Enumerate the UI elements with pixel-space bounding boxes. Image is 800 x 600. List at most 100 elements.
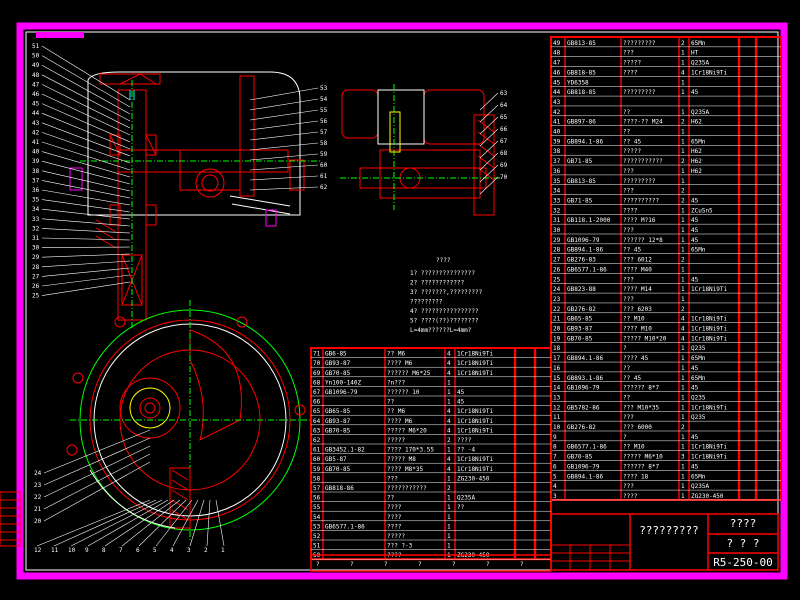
leader-label: 2: [204, 547, 208, 554]
table-cell: 1: [447, 523, 451, 530]
table-cell: GB813-85: [567, 178, 596, 185]
table-cell: GB65-85: [567, 316, 593, 323]
footer-label: ?: [350, 561, 354, 568]
table-cell: 45: [457, 389, 465, 396]
table-cell: H62: [691, 158, 702, 165]
table-cell: ????: [623, 493, 638, 500]
table-cell: 1Cr18Ni9Ti: [457, 408, 494, 415]
table-cell: GB276-82: [567, 306, 596, 313]
table-cell: 1: [681, 345, 685, 352]
leader-label: 31: [32, 235, 40, 242]
table-cell: ??: [623, 109, 631, 116]
leader-label: 36: [32, 187, 40, 194]
table-cell: 1: [681, 227, 685, 234]
table-cell: GB70-85: [325, 466, 351, 473]
table-cell: GB6-85: [325, 351, 347, 358]
table-cell: ????? M6*20: [387, 427, 427, 434]
table-cell: 2: [681, 424, 685, 431]
table-cell: GB5-87: [325, 456, 347, 463]
table-cell: 1Cr18Ni9Ti: [457, 418, 494, 425]
table-cell: 4: [681, 326, 685, 333]
leader-label: 68: [500, 150, 508, 157]
leader-label: 67: [500, 138, 508, 145]
table-cell: Q235A: [457, 495, 475, 502]
table-cell: ???? 170*3.55: [387, 447, 434, 454]
leader-label: 39: [32, 158, 40, 165]
table-cell: ?????? 8*7: [623, 385, 660, 392]
table-cell: ?: [623, 434, 627, 441]
table-cell: 1: [681, 266, 685, 273]
leader-label: 24: [34, 470, 42, 477]
table-cell: ZCuSn5: [691, 207, 713, 214]
table-cell: 45: [457, 399, 465, 406]
table-cell: ????? M10*20: [623, 335, 667, 342]
table-cell: 1: [447, 379, 451, 386]
leader-label: 60: [320, 162, 328, 169]
table-cell: 2: [681, 188, 685, 195]
table-cell: 56: [313, 495, 321, 502]
table-cell: ????-?? M24: [623, 119, 663, 126]
table-cell: 1: [447, 399, 451, 406]
leader-label: 9: [85, 547, 89, 554]
table-cell: ?? -4: [457, 447, 475, 454]
table-cell: 2: [447, 437, 451, 444]
table-cell: 34: [553, 188, 561, 195]
table-cell: 4: [447, 418, 451, 425]
leader-label: 29: [32, 254, 40, 261]
table-cell: 49: [553, 40, 561, 47]
table-cell: GB276-82: [567, 424, 596, 431]
table-cell: 41: [553, 119, 561, 126]
table-cell: HT: [691, 50, 699, 57]
table-cell: ???: [623, 227, 634, 234]
leader-lines: [36, 45, 499, 547]
table-cell: 1: [681, 355, 685, 362]
table-cell: 27: [553, 257, 561, 264]
table-cell: 2: [447, 485, 451, 492]
table-cell: GB1096-79: [567, 463, 600, 470]
table-cell: GB70-85: [567, 454, 593, 461]
table-cell: 1: [447, 514, 451, 521]
table-cell: GB65-85: [325, 408, 351, 415]
leader-label: 43: [32, 120, 40, 127]
table-cell: 4: [447, 466, 451, 473]
table-cell: ??: [387, 495, 395, 502]
table-cell: ???? 45: [623, 355, 649, 362]
table-cell: 1: [681, 434, 685, 441]
table-cell: ?? 45: [623, 138, 641, 145]
table-cell: 23: [553, 296, 561, 303]
table-cell: 32: [553, 207, 561, 214]
table-cell: GB818-86: [325, 485, 354, 492]
table-cell: 42: [553, 109, 561, 116]
leader-label: 32: [32, 225, 40, 232]
table-cell: ?: [623, 345, 627, 352]
leader-label: 41: [32, 139, 40, 146]
leader-label: 63: [500, 90, 508, 97]
table-cell: 1: [447, 495, 451, 502]
table-cell: GB823-88: [567, 286, 596, 293]
leader-label: 58: [320, 140, 328, 147]
table-cell: 45: [691, 237, 699, 244]
table-cell: ??????????: [623, 197, 660, 204]
table-cell: ???? M8*35: [387, 466, 424, 473]
leader-label: 42: [32, 129, 40, 136]
table-cell: ???: [623, 168, 634, 175]
table-cell: 22: [553, 306, 561, 313]
table-cell: 4: [447, 351, 451, 358]
leader-label: 28: [32, 264, 40, 271]
leader-label: 44: [32, 110, 40, 117]
leader-label: 6: [136, 547, 140, 554]
table-cell: 43: [553, 99, 561, 106]
table-cell: 1Cr18Ni9Ti: [457, 466, 494, 473]
table-cell: 4: [447, 427, 451, 434]
table-cell: 19: [553, 335, 561, 342]
table-cell: GB93-87: [325, 360, 351, 367]
leader-label: 55: [320, 107, 328, 114]
table-cell: ???? M40: [623, 266, 652, 273]
table-cell: ??? ?-3: [387, 543, 413, 550]
leader-label: 33: [32, 216, 40, 223]
table-cell: 44: [553, 89, 561, 96]
leader-label: 62: [320, 184, 328, 191]
table-cell: 54: [313, 514, 321, 521]
table-cell: 1: [681, 148, 685, 155]
